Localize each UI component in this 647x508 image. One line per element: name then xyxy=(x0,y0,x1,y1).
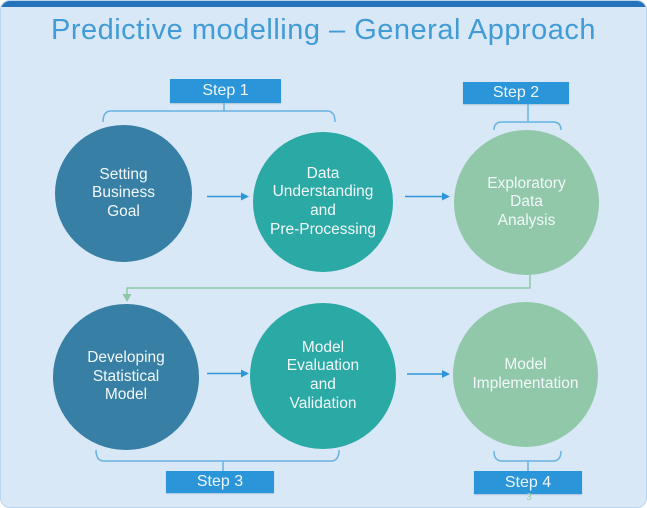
step-4-label: Step 4 xyxy=(474,471,582,494)
circle-setting-business-goal: Setting Business Goal xyxy=(55,125,192,262)
bracket-step-4 xyxy=(493,450,562,471)
step-2-label: Step 2 xyxy=(463,82,569,104)
row-connector-arrow xyxy=(122,275,531,302)
bracket-step-1 xyxy=(102,103,336,123)
slide-title: Predictive modelling – General Approach xyxy=(50,14,597,46)
arrow-right-icon-1 xyxy=(207,192,249,201)
step-3-label: Step 3 xyxy=(166,471,274,493)
page-number: 3 xyxy=(526,492,532,503)
arrow-right-icon-2 xyxy=(405,192,450,201)
arrow-right-icon-4 xyxy=(407,370,450,378)
bracket-step-2 xyxy=(493,104,562,131)
bracket-step-3 xyxy=(95,449,340,471)
top-accent-bar xyxy=(1,1,646,7)
circle-model-evaluation-validation: Model Evaluation and Validation xyxy=(250,303,396,449)
circle-exploratory-data-analysis: Exploratory Data Analysis xyxy=(454,130,599,275)
arrow-right-icon-3 xyxy=(207,369,249,378)
circle-data-understanding: Data Understanding and Pre-Processing xyxy=(253,132,393,272)
circle-developing-statistical-model: Developing Statistical Model xyxy=(53,304,199,450)
step-1-label: Step 1 xyxy=(170,79,281,103)
circle-model-implementation: Model Implementation xyxy=(453,302,598,447)
